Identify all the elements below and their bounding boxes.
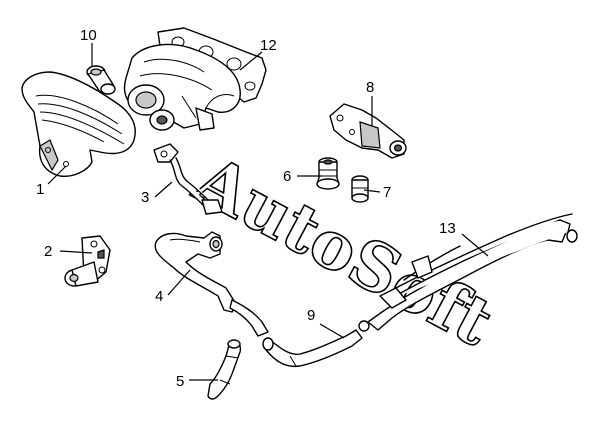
part-coolant-pipe [154,231,269,337]
callout-4: 4 [155,288,163,305]
watermark-text: AutoSoft [182,140,506,362]
callout-9: 9 [307,307,315,324]
leader-lines [47,43,489,381]
callout-3: 3 [141,189,149,206]
callout-1: 1 [36,181,44,198]
part-bracket [329,103,407,159]
part-oil-pipe [153,143,223,215]
part-nipple [86,65,116,95]
part-turbo-manifold [123,27,267,131]
part-hose-9 [262,329,363,368]
callout-12: 12 [260,37,277,54]
callout-7: 7 [383,184,391,201]
part-hose [207,339,242,400]
watermark-group: AutoSoft [181,139,507,362]
part-heat-shield [21,71,136,177]
callout-5: 5 [176,373,184,390]
callout-2: 2 [44,243,52,260]
part-bush-small [351,175,369,203]
part-outlet-fitting [64,235,111,287]
callout-10: 10 [80,27,97,44]
part-bush-large [316,157,340,190]
part-pipe-assembly [358,213,578,332]
callout-13: 13 [439,220,456,237]
callout-8: 8 [366,79,374,96]
callout-6: 6 [283,168,291,185]
callout-labels: 1 2 3 4 5 6 7 8 9 10 12 13 [36,27,456,390]
